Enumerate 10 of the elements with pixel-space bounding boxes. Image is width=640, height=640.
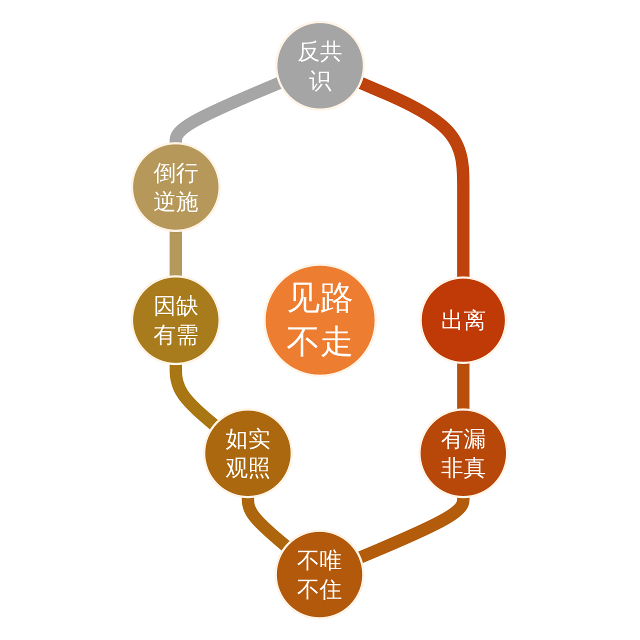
connector xyxy=(170,362,219,430)
node-circle: 倒行逆施 xyxy=(131,142,222,232)
node-circle: 反共识 xyxy=(276,20,366,111)
node-circle: 因缺有需 xyxy=(131,275,222,365)
connector xyxy=(358,77,470,279)
node-circle: 出离 xyxy=(420,276,508,364)
node-circle: 有漏非真 xyxy=(418,408,509,498)
node-circle: 见路不走 xyxy=(264,263,378,377)
node-circle: 如实观照 xyxy=(203,408,294,498)
node-circle: 不唯不住 xyxy=(275,529,365,620)
